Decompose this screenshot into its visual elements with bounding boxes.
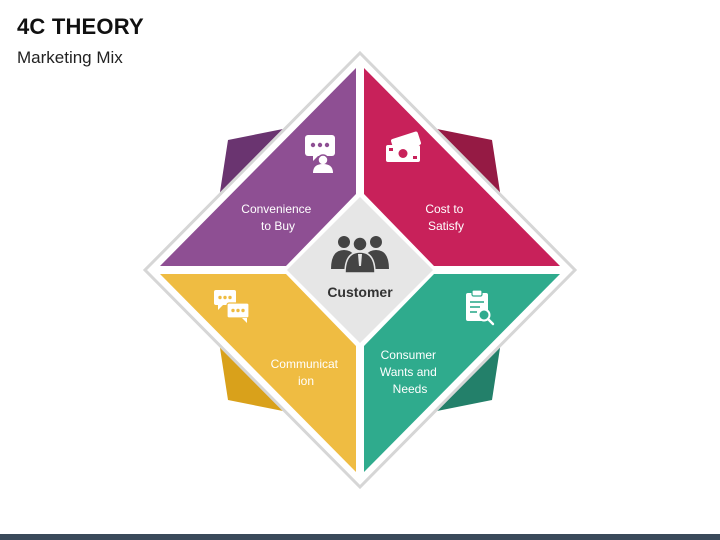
quadrant-communication-shape bbox=[160, 274, 356, 472]
quadrant-cost-label: Cost to Satisfy bbox=[425, 202, 466, 233]
page-subtitle: Marketing Mix bbox=[17, 48, 123, 67]
quadrant-communication[interactable]: Communicat ion bbox=[160, 274, 356, 472]
quadrant-consumer-shape bbox=[364, 274, 560, 472]
page-title: 4C THEORY bbox=[17, 14, 144, 39]
quadrant-communication-label: Communicat ion bbox=[271, 357, 342, 388]
center-label: Customer bbox=[327, 284, 393, 300]
quadrant-convenience[interactable]: Convenience to Buy bbox=[160, 68, 356, 266]
quadrant-convenience-shape bbox=[160, 68, 356, 266]
chat-bubbles-icon bbox=[214, 290, 250, 323]
quadrant-consumer[interactable]: Consumer Wants and Needs bbox=[364, 274, 560, 472]
presenter-speech-icon bbox=[305, 135, 335, 173]
quadrant-consumer-label: Consumer Wants and Needs bbox=[380, 348, 440, 396]
center-customer[interactable]: Customer bbox=[287, 197, 433, 343]
footer-bar bbox=[0, 534, 720, 540]
people-group-icon bbox=[331, 236, 389, 274]
quadrant-cost-shape bbox=[364, 68, 560, 266]
quadrant-cost[interactable]: Cost to Satisfy bbox=[364, 68, 560, 266]
money-cash-icon bbox=[386, 131, 421, 162]
quadrant-convenience-label: Convenience to Buy bbox=[241, 202, 314, 233]
clipboard-search-icon bbox=[466, 289, 495, 326]
